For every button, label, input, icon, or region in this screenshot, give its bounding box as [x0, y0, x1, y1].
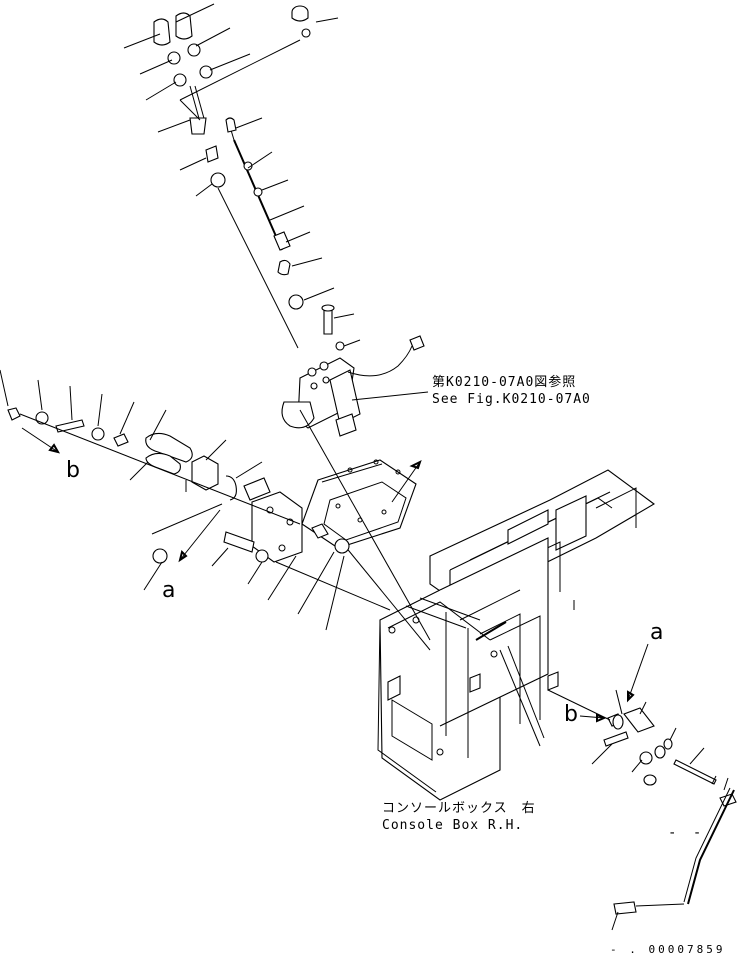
nut-1 — [167, 51, 181, 65]
left-bolt — [7, 407, 21, 421]
nut-3 — [173, 73, 187, 87]
end-fitting — [613, 901, 637, 915]
drawing-number: - . 00007859 — [610, 943, 726, 956]
dash-mark: - - — [668, 825, 706, 841]
console-box-label-japanese: コンソールボックス 右 — [382, 801, 536, 816]
left-long-bolt — [223, 531, 255, 553]
reference-note-english: See Fig.K0210-07A0 — [432, 392, 591, 407]
nut-2 — [187, 43, 201, 57]
left-linkage — [0, 369, 391, 631]
knob-left — [153, 18, 171, 46]
small-washer — [301, 28, 311, 38]
rod-end-right — [225, 117, 237, 133]
console-box — [299, 409, 655, 801]
mid-bolt — [323, 307, 333, 335]
upper-lever-assembly — [123, 3, 361, 351]
hinge-plate — [623, 707, 655, 733]
right-hinge-assembly — [547, 643, 737, 931]
view-label-a-lower: a — [650, 620, 664, 645]
connector — [409, 335, 425, 351]
clevis — [191, 455, 219, 491]
mid-nut — [288, 294, 304, 310]
knob-right — [175, 12, 193, 40]
spring — [225, 475, 237, 501]
rod-joint — [273, 231, 291, 251]
nut-4 — [199, 65, 213, 79]
valve-bracket — [301, 459, 422, 549]
rod-end-left — [189, 117, 207, 135]
console-box-label-english: Console Box R.H. — [382, 818, 524, 833]
reference-note-japanese: 第K0210-07A0図参照 — [432, 375, 577, 390]
view-label-b-lower: b — [564, 702, 578, 727]
left-nut — [152, 548, 168, 564]
view-label-a-upper: a — [162, 578, 176, 603]
hinge-pin — [673, 759, 717, 785]
view-label-b-upper: b — [66, 458, 80, 483]
pilot-valve — [281, 335, 429, 437]
clip — [205, 145, 219, 163]
bushing — [210, 172, 226, 188]
